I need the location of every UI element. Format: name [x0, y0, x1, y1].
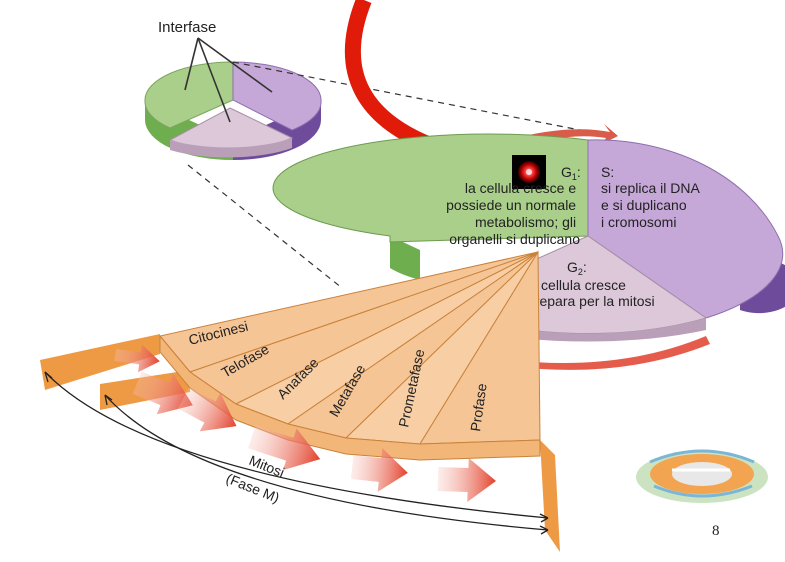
g1-description: la cellula cresce e possiede un normale …	[446, 180, 580, 247]
large-interphase-pie	[272, 124, 785, 372]
phase-profase: Profase	[467, 382, 490, 432]
small-interphase-pie	[144, 37, 322, 160]
g2-description: la cellula cresce e si prepara per la mi…	[501, 277, 654, 309]
g2-title: G	[567, 259, 578, 275]
s-description: S: si replica il DNA e si duplicano i cr…	[601, 164, 703, 230]
dashed-connector-top	[232, 61, 591, 133]
svg-text:G1:: G1:	[561, 164, 581, 182]
g2-subscript: 2	[578, 267, 583, 277]
g1-subscript: 1	[572, 172, 577, 182]
mitosis-fan	[40, 250, 560, 552]
interfase-label: Interfase	[158, 19, 216, 36]
cell-cycle-thumbnail-icon	[636, 449, 768, 503]
svg-text:G2:: G2:	[567, 259, 587, 277]
g1-title: G	[561, 164, 572, 180]
mitosi-arcs	[44, 371, 549, 535]
flow-arrows	[114, 344, 496, 503]
slide-number: 8	[712, 523, 720, 539]
